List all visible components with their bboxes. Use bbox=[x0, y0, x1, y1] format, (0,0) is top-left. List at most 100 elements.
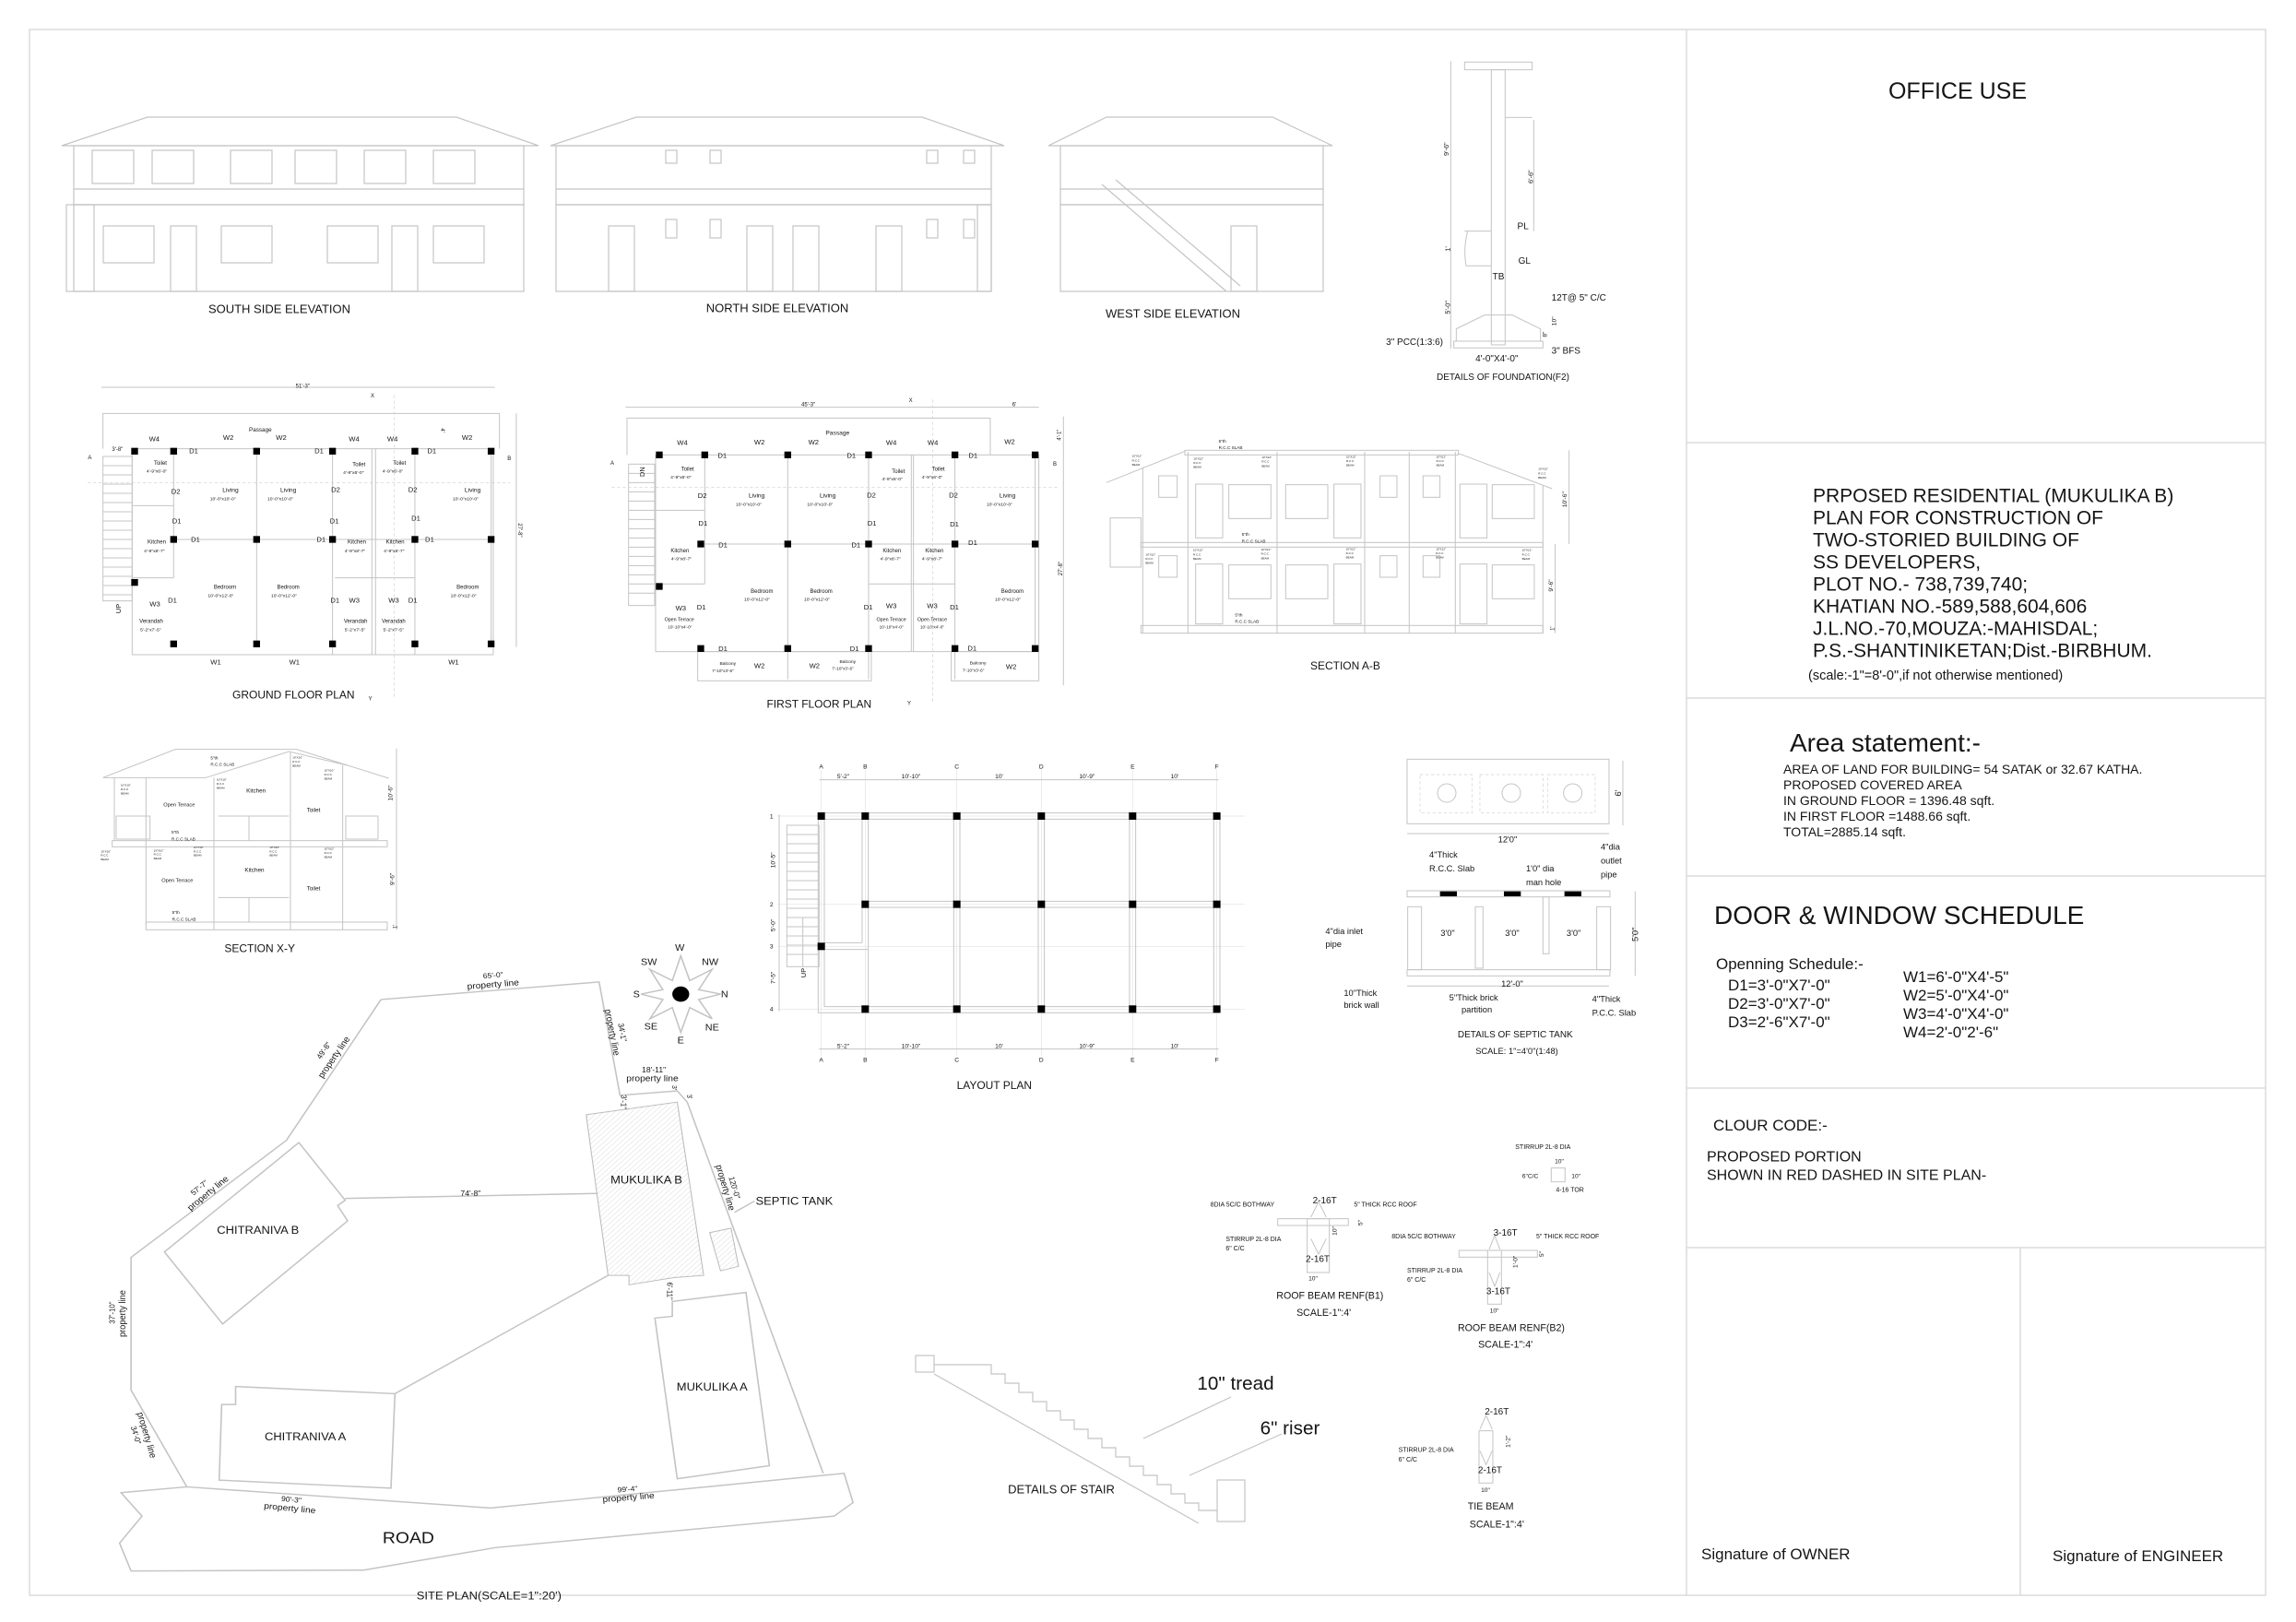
beam-label: R.C.C bbox=[194, 849, 202, 853]
building-label: CHITRANIVA B bbox=[217, 1224, 299, 1236]
note-label: 1'0" dia bbox=[1526, 864, 1555, 873]
project-title-line: PRPOSED RESIDENTIAL (MUKULIKA B) bbox=[1813, 485, 2173, 506]
column-marker bbox=[953, 900, 961, 908]
room-label: Bedroom bbox=[214, 586, 236, 591]
column-marker bbox=[131, 578, 138, 586]
beam-label: BEAM bbox=[1261, 464, 1270, 468]
dimension-label: 3'0" bbox=[1505, 929, 1519, 938]
note-label: 4"dia bbox=[1601, 843, 1621, 852]
window-tag: W2 bbox=[1006, 662, 1016, 670]
slab-label: R.C.C SLAB bbox=[1235, 619, 1259, 623]
footing-size-label: 4'-0"X4'-0" bbox=[1475, 354, 1519, 364]
grid-label: D bbox=[1039, 1058, 1044, 1064]
plan-title: GROUND FLOOR PLAN bbox=[232, 688, 355, 701]
dimension-label: 10' bbox=[995, 1043, 1003, 1049]
door-tag: D1 bbox=[314, 447, 324, 456]
beam-label: 10"X10" bbox=[121, 784, 131, 787]
dimension-label: 27'-8" bbox=[1059, 562, 1064, 575]
rebar-label: 2-16T bbox=[1485, 1407, 1509, 1417]
dimension-label: 1' bbox=[393, 925, 398, 929]
beam-label: BEAM bbox=[1132, 463, 1141, 467]
window-tag: W3 bbox=[149, 600, 160, 609]
door-tag: D1 bbox=[967, 644, 976, 652]
slab-label: 5"th bbox=[210, 755, 219, 760]
dimension-label: 65'-0" bbox=[482, 971, 503, 980]
property-line-label: property line bbox=[264, 1501, 316, 1516]
door-tag: D1 bbox=[427, 447, 436, 456]
column-marker bbox=[701, 451, 708, 458]
beam-label: 10"X10" bbox=[217, 778, 227, 782]
door-tag: D2 bbox=[172, 488, 181, 496]
north-elevation-title: NORTH SIDE ELEVATION bbox=[706, 302, 849, 315]
area-statement-line: IN GROUND FLOOR = 1396.48 sqft. bbox=[1783, 793, 1994, 808]
beam-label: BEAM bbox=[1346, 556, 1355, 560]
window-tag: W3 bbox=[927, 601, 937, 610]
beam-label: 10"X12" bbox=[1346, 455, 1356, 458]
grid-label: E bbox=[1130, 764, 1135, 770]
room-size: 10'-0"x10'-0" bbox=[736, 503, 762, 508]
dimension-label: 12'-0" bbox=[1501, 979, 1523, 989]
column-marker bbox=[170, 447, 177, 455]
detail-scale: SCALE: 1"=4'0"(1:48) bbox=[1475, 1047, 1558, 1056]
grid-label: B bbox=[863, 764, 868, 770]
beam-label: R.C.C bbox=[1261, 460, 1270, 464]
building-mukulika-a bbox=[654, 1291, 771, 1480]
note-label: P.C.C. Slab bbox=[1592, 1009, 1637, 1018]
owner-signature-label: Signature of OWNER bbox=[1701, 1545, 1851, 1563]
dimension-label: 10" bbox=[1332, 1225, 1339, 1235]
room-label: Open Terrace bbox=[877, 618, 906, 623]
dimension-label: 90'-3" bbox=[281, 1495, 302, 1505]
dimension-label: 3'-1" bbox=[620, 1095, 628, 1109]
door-tag: D1 bbox=[411, 514, 420, 522]
window-tag: W2 bbox=[754, 661, 764, 669]
room-size: 4'-9"x6'-0" bbox=[343, 470, 364, 476]
detail-scale: SCALE-1":4' bbox=[1470, 1519, 1524, 1530]
dimension-label: 10" bbox=[1308, 1275, 1318, 1282]
door-tag: D1 bbox=[330, 517, 339, 526]
note-label: STIRRUP 2L-8 DIA bbox=[1407, 1268, 1462, 1274]
room-label: Bedroom bbox=[277, 586, 299, 591]
slab-label: 5"th bbox=[1219, 439, 1227, 444]
west-elevation bbox=[1047, 116, 1333, 292]
door-tag: D1 bbox=[316, 536, 325, 544]
building-mukulika-b bbox=[586, 1101, 704, 1285]
window-schedule-entry: W1=6'-0"X4'-5" bbox=[1903, 968, 2008, 986]
dimension-label: 10'-5" bbox=[771, 852, 777, 869]
room-size: 10'-0"x10'-0" bbox=[453, 496, 479, 502]
section-title: SECTION X-Y bbox=[224, 942, 295, 955]
column-marker bbox=[784, 645, 791, 652]
note-label: 6" C/C bbox=[1225, 1246, 1244, 1252]
room-label: Toilet bbox=[681, 467, 694, 472]
column-marker bbox=[784, 451, 791, 458]
beam-label: BEAM bbox=[1436, 556, 1444, 560]
dimension-label: 5'0" bbox=[1631, 928, 1640, 941]
site-plan-title: SITE PLAN(SCALE=1":20') bbox=[417, 1590, 562, 1602]
room-label: Open Terrace bbox=[917, 618, 947, 623]
beam-label: BEAM bbox=[217, 786, 225, 789]
beam-label: BEAM bbox=[1538, 476, 1546, 479]
room-label: Kitchen bbox=[925, 549, 943, 554]
window-tag: W2 bbox=[276, 433, 286, 442]
room-label: Balcony bbox=[719, 661, 736, 667]
bfs-label: 3" BFS bbox=[1552, 346, 1581, 356]
compass-label: NW bbox=[702, 958, 718, 967]
area-statement-heading: Area statement:- bbox=[1790, 728, 1981, 757]
stair-up-label: UP bbox=[799, 968, 808, 977]
section-mark: B bbox=[1053, 462, 1057, 468]
column-marker bbox=[328, 640, 337, 647]
slab-label: R.C.C SLAB bbox=[1219, 445, 1243, 450]
note-label: outlet bbox=[1601, 857, 1622, 866]
grid-label: A bbox=[819, 764, 823, 770]
room-label: Verandah bbox=[344, 620, 368, 625]
dimension-label: 10" bbox=[1555, 1158, 1564, 1165]
window-tag: W1 bbox=[448, 657, 458, 666]
project-title-line: PLAN FOR CONSTRUCTION OF bbox=[1813, 507, 2103, 528]
column-marker bbox=[253, 536, 260, 543]
building-label: MUKULIKA A bbox=[677, 1381, 749, 1393]
beam-label: 10"X10" bbox=[325, 847, 335, 851]
tb-label: TB bbox=[1493, 272, 1505, 282]
detail-title: DETAILS OF SEPTIC TANK bbox=[1458, 1030, 1573, 1040]
